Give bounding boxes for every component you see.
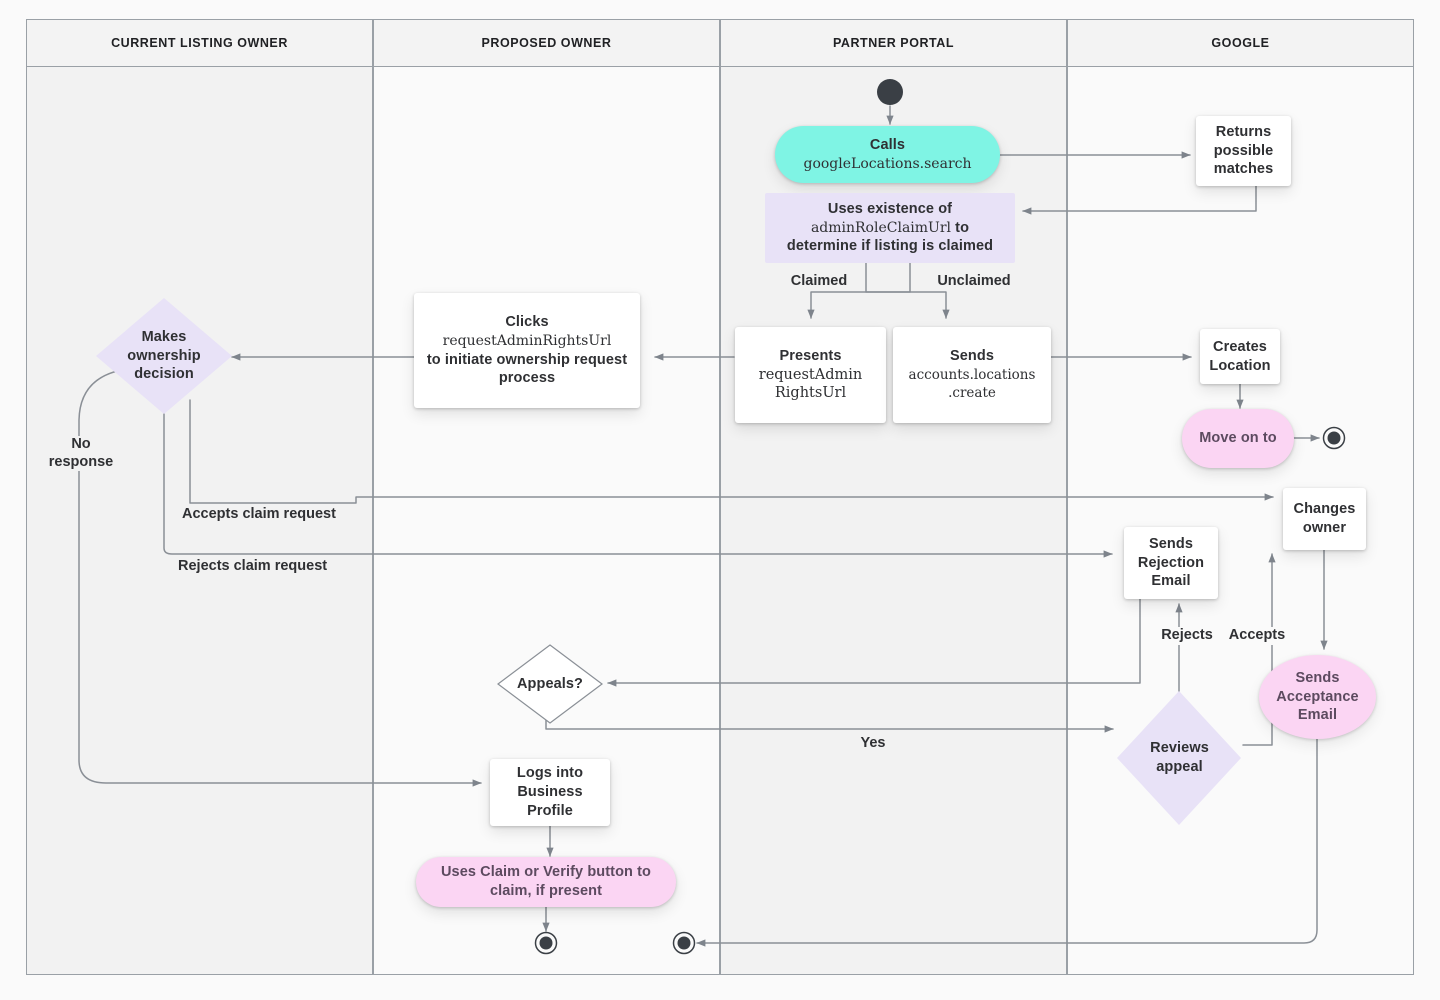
clicks-line1: Clicks [505, 313, 549, 330]
edge-label-yes: Yes [851, 735, 895, 753]
diamond-makes-ownership-decision [96, 298, 232, 414]
start-node-partner-portal [877, 79, 903, 105]
terminal-markers [534, 79, 1346, 955]
clicks-line2: requestAdminRightsUrl [442, 332, 612, 349]
calls-line2: googleLocations.search [803, 155, 972, 172]
sends-create-line3: .create [948, 385, 996, 402]
edge-uses-to-claimed [807, 262, 911, 319]
end-node-proposed-owner-claim [539, 936, 553, 950]
uses-line1: Uses existence of [827, 200, 953, 217]
edge-label-rejects-claim-request: Rejects claim request [175, 558, 349, 576]
sends-create-line1: Sends [949, 347, 994, 364]
node-sends-rejection-email[interactable]: Sends Rejection Email [1124, 527, 1218, 599]
edge-accepts-claim-to-changes-owner [189, 399, 1274, 504]
node-sends-accounts-locations-create[interactable]: Sends accounts.locations .create [893, 327, 1051, 423]
edge-label-claimed: Claimed [778, 273, 860, 291]
node-presents-request-admin-rights-url[interactable]: Presents requestAdmin RightsUrl [735, 327, 886, 423]
diamond-reviews-appeal [1117, 691, 1241, 825]
node-returns-possible-matches[interactable]: Returns possible matches [1196, 116, 1291, 186]
presents-line1: Presents [779, 347, 842, 364]
node-makes-ownership-decision[interactable]: Makes ownership decision [127, 328, 201, 383]
edge-label-accepts-claim-request: Accepts claim request [179, 506, 357, 524]
node-sends-acceptance-email[interactable]: Sends Acceptance Email [1259, 655, 1376, 739]
end-node-proposed-owner-accepted [677, 936, 691, 950]
edge-rejection-email-to-appeals [607, 598, 1141, 687]
node-creates-location[interactable]: Creates Location [1200, 329, 1280, 384]
diamond-shapes [96, 298, 1241, 825]
edge-reviews-accepts [1242, 553, 1276, 746]
uses-line4: determine if listing is claimed [786, 238, 994, 255]
lane-header-proposed-owner: PROPOSED OWNER [373, 19, 720, 67]
node-uses-claim-or-verify-button[interactable]: Uses Claim or Verify button to claim, if… [416, 857, 676, 907]
edge-label-unclaimed: Unclaimed [921, 273, 1027, 291]
node-logs-into-business-profile[interactable]: Logs into Business Profile [490, 759, 610, 826]
node-calls-google-locations-search[interactable]: Calls googleLocations.search [775, 126, 1000, 183]
node-appeals[interactable]: Appeals? [516, 675, 584, 692]
diamond-appeals [497, 644, 603, 724]
sends-create-line2: accounts.locations [908, 366, 1036, 383]
node-clicks-request-admin-rights-url[interactable]: Clicks requestAdminRightsUrl to initiate… [414, 293, 640, 408]
presents-line3: RightsUrl [774, 385, 847, 402]
calls-line1: Calls [869, 136, 906, 153]
end-node-google [1327, 431, 1341, 445]
edge-no-response-to-logs-into [78, 367, 482, 787]
lane-header-google: GOOGLE [1067, 19, 1414, 67]
clicks-line3: to initiate ownership request process [426, 351, 628, 387]
edge-label-no-response: No response [36, 436, 126, 472]
uses-line3: to [955, 219, 970, 236]
node-changes-owner[interactable]: Changes owner [1283, 488, 1366, 550]
lane-header-partner-portal: PARTNER PORTAL [720, 19, 1067, 67]
edge-rejects-claim-to-rejection-email [163, 399, 1113, 558]
uses-line2: adminRoleClaimUrl [810, 219, 952, 236]
edge-acceptance-to-end [696, 736, 1318, 947]
presents-line2: requestAdmin [758, 366, 863, 383]
edge-returns-to-uses [1022, 184, 1257, 215]
node-uses-existence-of-admin-role-claim-url[interactable]: Uses existence of adminRoleClaimUrl to d… [765, 193, 1015, 263]
edge-label-rejects: Rejects [1153, 627, 1221, 645]
edge-appeals-yes-to-reviews [545, 715, 1114, 733]
lane-header-current-listing-owner: CURRENT LISTING OWNER [26, 19, 373, 67]
node-move-on-to[interactable]: Move on to [1182, 409, 1294, 468]
node-reviews-appeal[interactable]: Reviews appeal [1150, 740, 1209, 775]
edge-label-accepts: Accepts [1219, 627, 1295, 645]
